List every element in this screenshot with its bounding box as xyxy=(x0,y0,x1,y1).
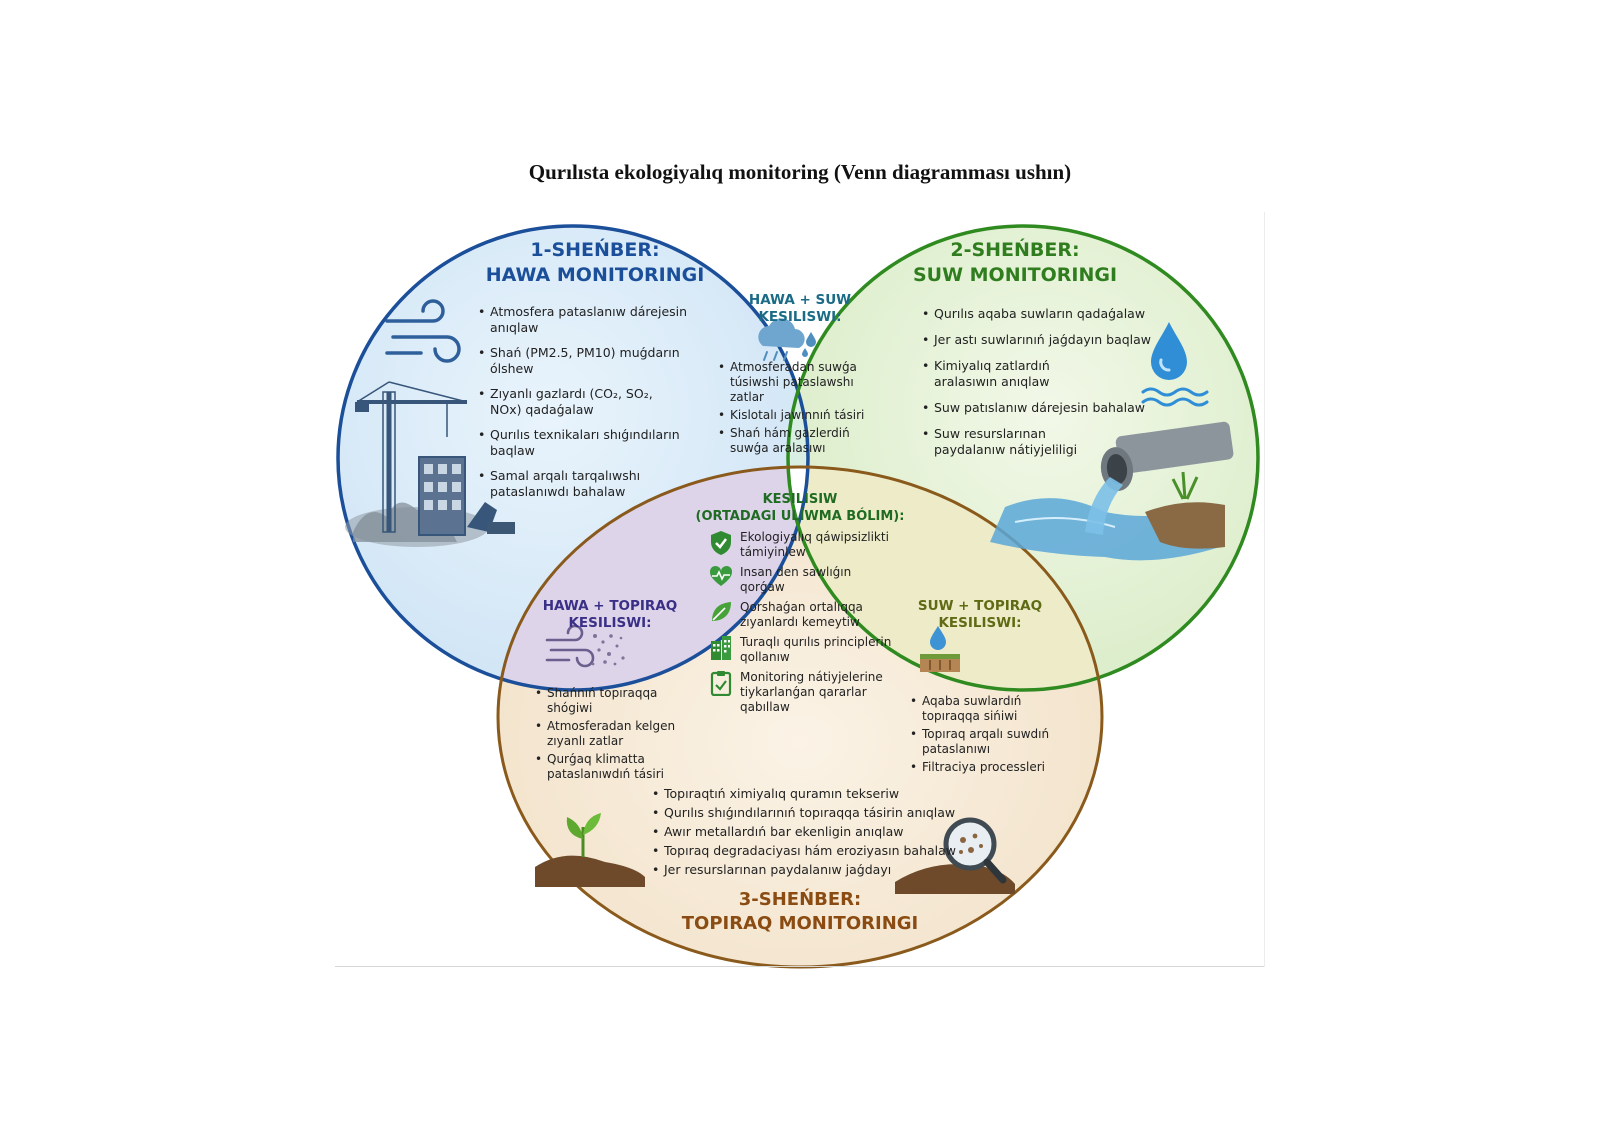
shield-check-icon xyxy=(711,531,731,555)
rain-cloud-icon xyxy=(758,318,816,361)
list-item: Jer astı suwlarınıń jaǵdayın baqlaw xyxy=(922,332,1167,348)
list-item: Samal arqalı tarqalıwshı pataslanıwdı ba… xyxy=(478,468,688,500)
center-title: KESILISIW(ORTADAGI ULÍWMA BÓLIM): xyxy=(695,492,905,524)
wind-icon xyxy=(385,299,461,363)
frame-bottom-line xyxy=(335,966,1265,967)
center-item-decisions: Monitoring nátiyjelerine tiykarlanǵan qa… xyxy=(707,670,897,715)
list-item: Shań (PM2.5, PM10) muǵdarın ólshew xyxy=(478,345,688,377)
list-item: Qurılıs texnikaları shıǵındıların baqlaw xyxy=(478,427,688,459)
center-item-label: Ekologiyalıq qáwipsizlikti támiyinlew xyxy=(740,530,889,559)
page-title: Qurılısta ekologiyalıq monitoring (Venn … xyxy=(528,160,1072,184)
list-item: Qurǵaq klimatta pataslanıwdıń tásiri xyxy=(535,752,685,782)
list-item: Jer resurslarınan paydalanıw jaǵdayı xyxy=(652,862,972,878)
drain-pipe-icon xyxy=(990,421,1234,561)
clipboard-check-icon xyxy=(710,671,732,696)
list-item: Awır metallardıń bar ekenligin anıqlaw xyxy=(652,824,972,840)
list-item: Atmosferadan kelgen zıyanlı zatlar xyxy=(535,719,685,749)
list-item: Topıraq degradaciyası hám eroziyasın bah… xyxy=(652,843,972,859)
list-item: Filtraciya processleri xyxy=(910,760,1065,775)
list-item: Atmosfera pataslanıw dárejesin anıqlaw xyxy=(478,304,688,336)
heart-pulse-icon xyxy=(709,565,733,586)
soil-circle-outline xyxy=(496,465,1104,969)
list-item: Shań hám gazlerdiń suwǵa aralasıwı xyxy=(718,426,873,456)
air-monitoring-list: Atmosfera pataslanıw dárejesin anıqlaw S… xyxy=(478,304,688,500)
center-item-sustainable: Turaqlı qurılıs principlerin qollanıw xyxy=(707,635,897,665)
soil-drop-icon xyxy=(920,626,960,672)
air-soil-overlap xyxy=(498,467,808,690)
center-item-label: Monitoring nátiyjelerine tiykarlanǵan qa… xyxy=(740,670,883,714)
list-item: Atmosferadan suwǵa túsiwshi pataslawshı … xyxy=(718,360,873,405)
dust-wind-icon xyxy=(545,624,625,668)
list-item: Aqaba suwlardıń topıraqqa sińiwi xyxy=(910,694,1065,724)
soil-monitoring-list: Topıraqtıń ximiyalıq quramın tekseriw Qu… xyxy=(652,786,972,878)
water-soil-list: Aqaba suwlardıń topıraqqa sińiwi Topıraq… xyxy=(910,694,1065,775)
air-water-list: Atmosferadan suwǵa túsiwshi pataslawshı … xyxy=(718,360,873,456)
list-item: Kislotalı jawınnıń tásiri xyxy=(718,408,873,423)
center-item-label: Insan den sawlıǵın qorǵaw xyxy=(740,565,852,594)
construction-crane-icon xyxy=(345,381,515,547)
list-item: Topıraq arqalı suwdıń pataslanıwı xyxy=(910,727,1065,757)
list-item: Suw patıslanıw dárejesin bahalaw xyxy=(922,400,1167,416)
list-item: Topıraqtıń ximiyalıq quramın tekseriw xyxy=(652,786,972,802)
list-item: Suw resurslarınan paydalanıw nátiyjelili… xyxy=(922,426,1109,458)
center-item-health: Insan den sawlıǵın qorǵaw xyxy=(707,565,897,595)
list-item: Zıyanlı gazlardı (CO₂, SO₂, NOx) qadaǵal… xyxy=(478,386,688,418)
center-item-environment: Qorshaǵan ortalıqqa zıyanlardı kemeytiw xyxy=(707,600,897,630)
buildings-icon xyxy=(711,636,731,660)
center-item-label: Turaqlı qurılıs principlerin qollanıw xyxy=(740,635,892,664)
leaf-icon xyxy=(712,602,731,621)
water-circle-title: 2-SHEŃBER:SUW MONITORINGI xyxy=(912,239,1118,286)
soil-circle-title: 3-SHEŃBER:TOPIRAQ MONITORINGI xyxy=(681,889,919,934)
list-item: Shańnıń topıraqqa shógiwi xyxy=(535,686,685,716)
center-list: Ekologiyalıq qáwipsizlikti támiyinlew In… xyxy=(707,530,897,720)
center-item-label: Qorshaǵan ortalıqqa zıyanlardı kemeytiw xyxy=(740,600,863,629)
list-item: Qurılıs aqaba suwların qadaǵalaw xyxy=(922,306,1167,322)
sprout-icon xyxy=(535,813,645,887)
list-item: Qurılıs shıǵındılarınıń topıraqqa tásiri… xyxy=(652,805,972,821)
frame-right-line xyxy=(1264,212,1265,967)
center-item-safety: Ekologiyalıq qáwipsizlikti támiyinlew xyxy=(707,530,897,560)
air-soil-list: Shańnıń topıraqqa shógiwi Atmosferadan k… xyxy=(535,686,685,782)
list-item: Kimiyalıq zatlardıń aralasıwın anıqlaw xyxy=(922,358,1084,390)
water-soil-overlap xyxy=(788,467,1102,690)
air-circle-title: 1-SHEŃBER:HAWA MONITORINGI xyxy=(485,239,705,286)
water-monitoring-list: Qurılıs aqaba suwların qadaǵalaw Jer ast… xyxy=(922,306,1167,458)
water-circle-outline xyxy=(786,224,1260,692)
